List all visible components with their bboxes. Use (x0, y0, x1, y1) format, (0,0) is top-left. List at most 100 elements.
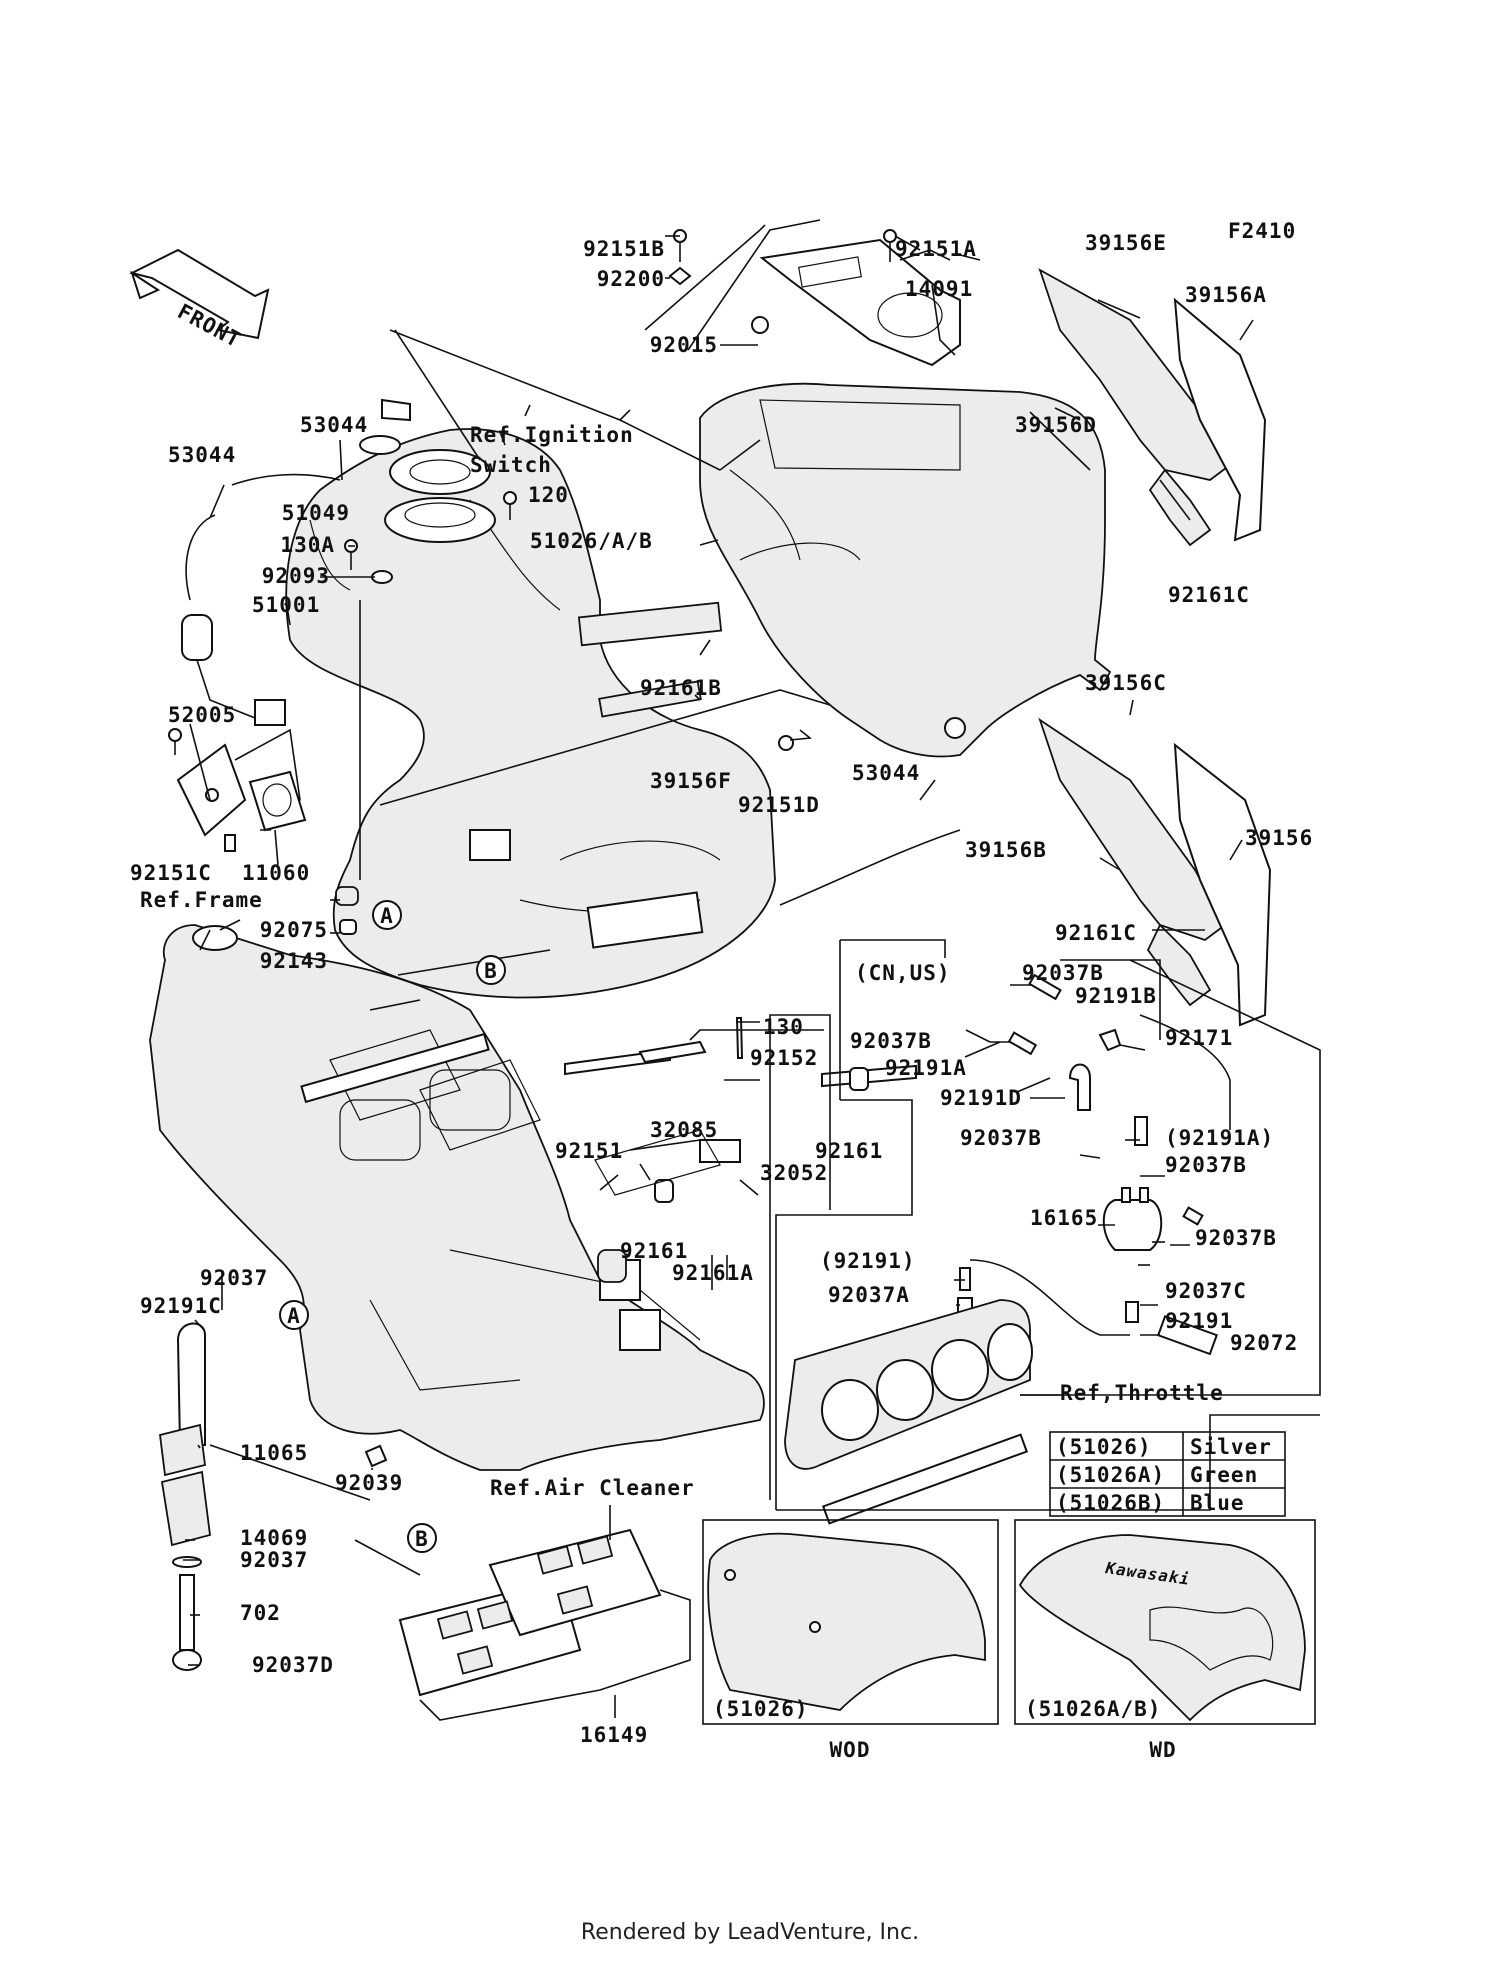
inset-51026AB-note: WD (1149, 1738, 1176, 1762)
label-92015: 92015 (650, 333, 718, 357)
footer-credit: Rendered by LeadVenture, Inc. (580, 1920, 920, 1945)
seal-strip-2 (185, 514, 216, 601)
svg-text:B: B (415, 1527, 429, 1551)
label-11065: 11065 (240, 1441, 308, 1465)
fuel-tank-drawing (285, 428, 776, 999)
label-92191C: 92191C (140, 1294, 222, 1318)
label-92191D: 92191D (940, 1086, 1022, 1110)
callout-b-1: B (476, 955, 506, 985)
callout-a-2: A (279, 1300, 309, 1330)
front-arrow-icon: FRONT (129, 248, 270, 352)
label-92151B: 92151B (583, 237, 665, 261)
inset-51026-label: (51026) (713, 1697, 809, 1721)
label-92161-2: 92161 (620, 1239, 688, 1263)
label-92171: 92171 (1165, 1026, 1233, 1050)
svg-text:A: A (380, 904, 394, 928)
label-92037B-2: 92037B (850, 1029, 932, 1053)
part-labels: F2410 92151B 92200 92015 92151A 14091 39… (130, 219, 1313, 1747)
label-cn-us: (CN,US) (855, 961, 951, 985)
tank-cap-drawing (359, 398, 496, 543)
color-name-row-2: Green (1190, 1463, 1258, 1487)
label-92161C-1: 92161C (1168, 583, 1250, 607)
label-92037C: 92037C (1165, 1279, 1247, 1303)
label-32052: 32052 (760, 1161, 828, 1185)
label-120: 120 (528, 483, 569, 507)
label-92151A: 92151A (895, 237, 977, 261)
color-name-row-1: Silver (1190, 1435, 1272, 1459)
label-11060: 11060 (242, 861, 310, 885)
label-92037A: 92037A (828, 1283, 910, 1307)
label-92191A-paren: (92191A) (1165, 1126, 1274, 1150)
label-53044-1: 53044 (300, 413, 368, 437)
inset-51026AB-label: (51026A/B) (1025, 1697, 1161, 1721)
label-92161-1: 92161 (815, 1139, 883, 1163)
callout-a-1: A (372, 900, 402, 930)
color-code-row-2: (51026A) (1056, 1463, 1165, 1487)
label-92037B-1: 92037B (1022, 961, 1104, 985)
leader-lines (183, 219, 1321, 1718)
label-ref-ignition-2: Switch (470, 453, 552, 477)
label-92151D: 92151D (738, 793, 820, 817)
label-51001: 51001 (252, 593, 320, 617)
label-14069: 14069 (240, 1526, 308, 1550)
diagram-code: F2410 (1228, 219, 1296, 243)
frame-drawing (149, 924, 765, 1471)
inset-51026: (51026) WOD (702, 1519, 999, 1762)
seal-strip-3 (779, 829, 961, 906)
label-92075: 92075 (260, 918, 328, 942)
label-92039: 92039 (335, 1471, 403, 1495)
label-39156A: 39156A (1185, 283, 1267, 307)
svg-text:B: B (484, 959, 498, 983)
label-16149: 16149 (580, 1723, 648, 1747)
label-92151: 92151 (555, 1139, 623, 1163)
label-702: 702 (240, 1601, 281, 1625)
label-92037D: 92037D (252, 1653, 334, 1677)
label-92037B-5: 92037B (1195, 1226, 1277, 1250)
callout-b-2: B (407, 1523, 437, 1553)
color-code-row-1: (51026) (1056, 1435, 1152, 1459)
label-92093: 92093 (262, 564, 330, 588)
side-panels-bottom (1038, 717, 1272, 1027)
strip-39156F (598, 680, 702, 718)
color-table: (51026) Silver (51026A) Green (51026B) B… (1049, 1431, 1286, 1517)
label-16165: 16165 (1030, 1206, 1098, 1230)
inset-51026AB: Kawasaki (51026A/B) WD (1014, 1519, 1316, 1762)
label-92037B-3: 92037B (960, 1126, 1042, 1150)
label-92151C: 92151C (130, 861, 212, 885)
inset-51026-note: WOD (830, 1738, 871, 1762)
label-39156D: 39156D (1015, 413, 1097, 437)
label-39156C: 39156C (1085, 671, 1167, 695)
cn-us-bracket (775, 939, 1320, 1511)
label-92191: 92191 (1165, 1309, 1233, 1333)
label-92200: 92200 (597, 267, 665, 291)
throttle-body-drawing (784, 1299, 1033, 1525)
label-ref-ignition-1: Ref.Ignition (470, 423, 634, 447)
label-39156E: 39156E (1085, 231, 1167, 255)
small-hardware (168, 229, 917, 1203)
label-52005: 52005 (168, 703, 236, 727)
color-name-row-3: Blue (1190, 1491, 1245, 1515)
label-92152: 92152 (750, 1046, 818, 1070)
label-53044-2: 53044 (168, 443, 236, 467)
label-39156: 39156 (1245, 826, 1313, 850)
tank-cover-drawing (699, 382, 1112, 758)
air-cleaner-drawing (398, 1528, 691, 1721)
label-92191A: 92191A (885, 1056, 967, 1080)
label-ref-throttle: Ref,Throttle (1060, 1381, 1224, 1405)
strip-92161B (577, 601, 723, 647)
label-39156B: 39156B (965, 838, 1047, 862)
svg-text:A: A (287, 1304, 301, 1328)
label-53044-3: 53044 (852, 761, 920, 785)
seal-strip-1 (231, 473, 341, 486)
label-14091: 14091 (905, 277, 973, 301)
label-92037-1: 92037 (200, 1266, 268, 1290)
label-92072: 92072 (1230, 1331, 1298, 1355)
label-51049: 51049 (282, 501, 350, 525)
label-ref-frame: Ref.Frame (140, 888, 263, 912)
label-32085: 32085 (650, 1118, 718, 1142)
rubber-mount-92161A (597, 1249, 627, 1283)
tank-cap-plate-drawing (759, 238, 961, 367)
label-92161C-2: 92161C (1055, 921, 1137, 945)
label-92037B-4: 92037B (1165, 1153, 1247, 1177)
label-92037-2: 92037 (240, 1548, 308, 1572)
